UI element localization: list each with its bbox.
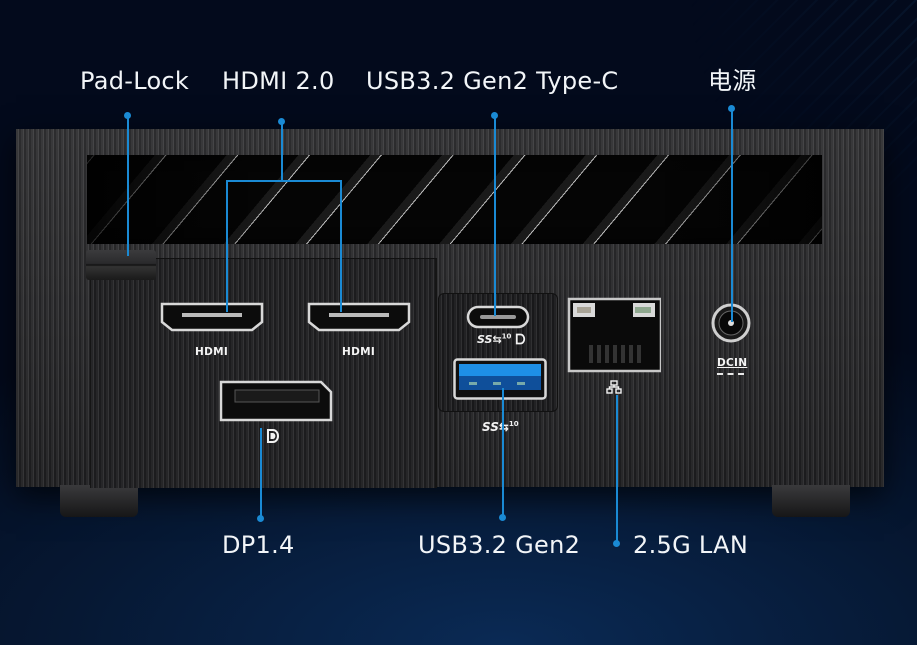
superspeed-usb-icon: SS⇆: [482, 420, 509, 434]
lan-leader-line: [616, 395, 618, 545]
hdmi-port-1: [160, 302, 264, 332]
dc-power-icon: [717, 373, 744, 377]
usb-c-port: [466, 305, 530, 329]
dp-leader-line: [260, 428, 262, 518]
hdmi-leader-bracket: [226, 180, 342, 182]
displayport-logo-icon: [516, 333, 526, 345]
usba-callout-dot: [499, 514, 506, 521]
hdmi-leader-left: [226, 180, 228, 312]
cooling-vent: [87, 155, 822, 244]
padlock-leader-line: [127, 116, 129, 256]
hdmi-label-1: HDMI: [195, 346, 229, 358]
displayport-port: [219, 380, 333, 422]
usbc-callout-dot: [491, 112, 498, 119]
usb-a-port: [453, 358, 547, 400]
callout-usba: USB3.2 Gen2: [418, 531, 581, 559]
usba-leader-line: [502, 388, 504, 518]
right-foot: [772, 485, 850, 517]
dp-callout-dot: [257, 515, 264, 522]
hdmi-callout-dot: [278, 118, 285, 125]
usba-speed: 10: [508, 420, 519, 428]
left-foot: [60, 485, 138, 517]
padlock-slot: [86, 250, 156, 280]
power-callout-dot: [728, 105, 735, 112]
usb-c-logo: SS⇆10: [477, 333, 526, 345]
hdmi-port-2: [307, 302, 411, 332]
usb-a-logo: SS⇆10: [482, 420, 519, 434]
callout-usbc: USB3.2 Gen2 Type-C: [366, 67, 619, 95]
lan-callout-dot: [613, 540, 620, 547]
ethernet-port: [567, 297, 661, 373]
padlock-callout-dot: [124, 112, 131, 119]
network-icon: [606, 380, 622, 394]
usbc-speed: 10: [501, 332, 512, 341]
usbc-leader-line: [494, 116, 496, 316]
callout-padlock: Pad-Lock: [80, 67, 190, 95]
power-leader-line: [731, 109, 733, 322]
hdmi-label-2: HDMI: [342, 346, 376, 358]
callout-lan: 2.5G LAN: [633, 531, 749, 559]
superspeed-usb-icon: SS⇆: [477, 333, 502, 346]
dcin-label: DCIN: [717, 357, 748, 369]
callout-power: 电源: [708, 67, 757, 95]
dc-power-jack: [711, 303, 751, 343]
hdmi-leader-stem: [281, 122, 283, 181]
hdmi-leader-right: [340, 180, 342, 312]
video-port-panel: [90, 258, 437, 488]
callout-hdmi: HDMI 2.0: [222, 67, 335, 95]
callout-dp: DP1.4: [222, 531, 295, 559]
displayport-logo-icon: [267, 429, 279, 443]
